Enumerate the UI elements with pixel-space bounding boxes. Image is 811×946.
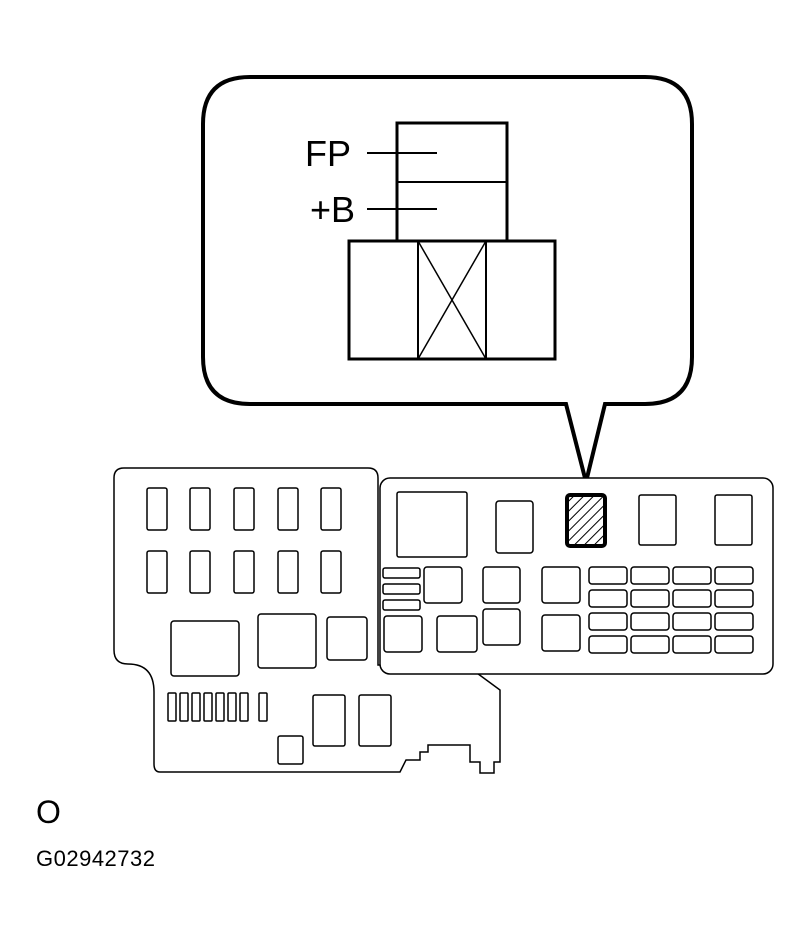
fuse-grid — [588, 566, 754, 654]
relay-row-top — [396, 491, 753, 558]
left-relays — [170, 613, 368, 677]
fuse-row-2 — [146, 550, 342, 594]
terminal-label-b: +B — [310, 189, 355, 230]
cross-line-2 — [417, 240, 487, 360]
left-lower-parts — [277, 694, 392, 765]
fuse-row-1 — [146, 487, 342, 531]
terminal-label-fp: FP — [305, 133, 351, 174]
view-letter: O — [36, 794, 61, 830]
connector-drawing: FP +B — [305, 121, 557, 361]
relay-bank-middle — [382, 566, 581, 653]
highlighted-relay — [565, 493, 607, 548]
mini-fuse-strip — [167, 692, 268, 722]
figure-code: G02942732 — [36, 846, 156, 871]
